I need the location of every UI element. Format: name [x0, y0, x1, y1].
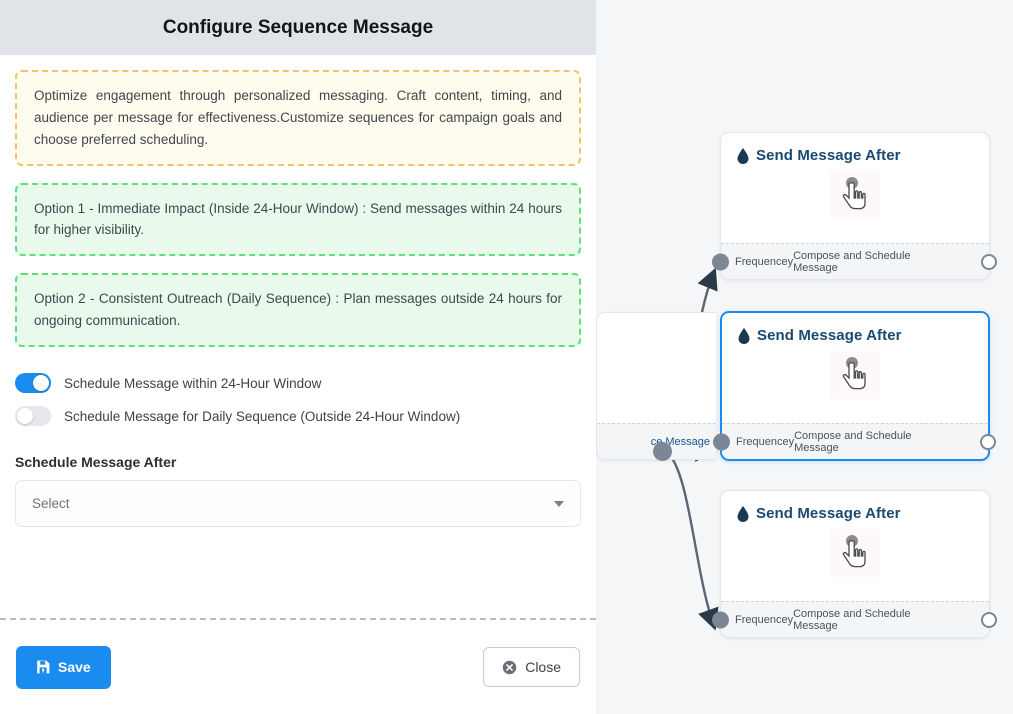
configure-sequence-message-dialog: Configure Sequence Message Optimize enga…: [0, 0, 596, 714]
toggle-schedule-daily-sequence[interactable]: [15, 406, 51, 427]
node-title-row: Send Message After: [737, 147, 973, 164]
node-footer-compose-label: Compose and Schedule Message: [794, 429, 912, 454]
node-footer-frequency-label: Frequencey: [735, 255, 794, 268]
node-footer-compose-label: Compose and Schedule Message: [793, 607, 911, 632]
node-footer: Frequencey Compose and Schedule Message: [712, 601, 997, 637]
node-title-text: Send Message After: [756, 147, 901, 164]
flow-node-send-message-after-3[interactable]: Send Message After Frequencey Compose an…: [712, 490, 997, 638]
node-source-handle[interactable]: [980, 433, 996, 450]
upstream-source-handle[interactable]: [653, 442, 672, 461]
node-target-handle[interactable]: [712, 253, 729, 270]
dialog-header: Configure Sequence Message: [0, 0, 596, 55]
save-button[interactable]: Save: [16, 645, 111, 689]
info-note: Optimize engagement through personalized…: [15, 70, 581, 166]
chevron-down-icon: [554, 500, 564, 507]
toggle-label-daily-sequence: Schedule Message for Daily Sequence (Out…: [64, 408, 461, 424]
node-title-text: Send Message After: [757, 327, 902, 344]
node-footer-frequency-label: Frequencey: [736, 435, 795, 448]
node-footer: Frequencey Compose and Schedule Message: [713, 423, 996, 459]
node-target-handle[interactable]: [713, 433, 730, 450]
save-button-label: Save: [58, 659, 91, 675]
toggle-knob: [33, 375, 49, 392]
toggle-row-daily-sequence[interactable]: Schedule Message for Daily Sequence (Out…: [15, 406, 581, 427]
node-footer-frequency-label: Frequencey: [735, 613, 794, 626]
node-body: Send Message After: [722, 313, 988, 423]
node-footer-compose-label: Compose and Schedule Message: [793, 249, 911, 274]
upstream-node-partial[interactable]: ce Message: [596, 312, 716, 460]
select-value: Select: [32, 496, 70, 512]
node-source-handle[interactable]: [981, 611, 997, 628]
dialog-body: Optimize engagement through personalized…: [0, 55, 596, 618]
toggle-label-within-24h: Schedule Message within 24-Hour Window: [64, 375, 322, 391]
page-title: Configure Sequence Message: [162, 16, 434, 38]
node-source-handle[interactable]: [981, 253, 997, 270]
close-button[interactable]: Close: [483, 647, 580, 687]
upstream-node-body: [597, 313, 716, 423]
node-target-handle[interactable]: [712, 611, 729, 628]
option-1-note: Option 1 - Immediate Impact (Inside 24-H…: [15, 182, 581, 257]
close-button-label: Close: [525, 659, 561, 675]
schedule-message-after-select[interactable]: Select: [15, 480, 581, 528]
dialog-footer: Save Close: [0, 620, 596, 714]
flow-node-send-message-after-2[interactable]: Send Message After Frequencey Compose an…: [713, 311, 996, 461]
node-body: Send Message After: [721, 133, 989, 243]
node-footer: Frequencey Compose and Schedule Message: [712, 243, 997, 279]
droplet-icon: [738, 327, 750, 344]
circle-x-icon: [502, 660, 517, 674]
toggle-schedule-within-24h[interactable]: [15, 373, 51, 394]
toggle-row-within-24h[interactable]: Schedule Message within 24-Hour Window: [15, 373, 581, 394]
droplet-icon: [737, 147, 749, 164]
node-title-row: Send Message After: [738, 327, 972, 344]
node-body: Send Message After: [721, 491, 989, 601]
droplet-icon: [737, 505, 749, 522]
hand-pointer-icon: [830, 529, 880, 577]
edge-to-node-3: [665, 450, 719, 631]
flow-node-send-message-after-1[interactable]: Send Message After Frequencey Compose an…: [712, 132, 997, 280]
footer-divider: [0, 618, 596, 620]
hand-pointer-icon: [830, 171, 880, 219]
hand-pointer-icon: [830, 351, 880, 399]
schedule-message-after-label: Schedule Message After: [15, 454, 177, 471]
option-2-note: Option 2 - Consistent Outreach (Daily Se…: [15, 273, 581, 348]
toggle-knob: [17, 408, 33, 425]
node-title-text: Send Message After: [756, 505, 901, 522]
node-title-row: Send Message After: [737, 505, 973, 522]
save-floppy-icon: [37, 660, 50, 674]
